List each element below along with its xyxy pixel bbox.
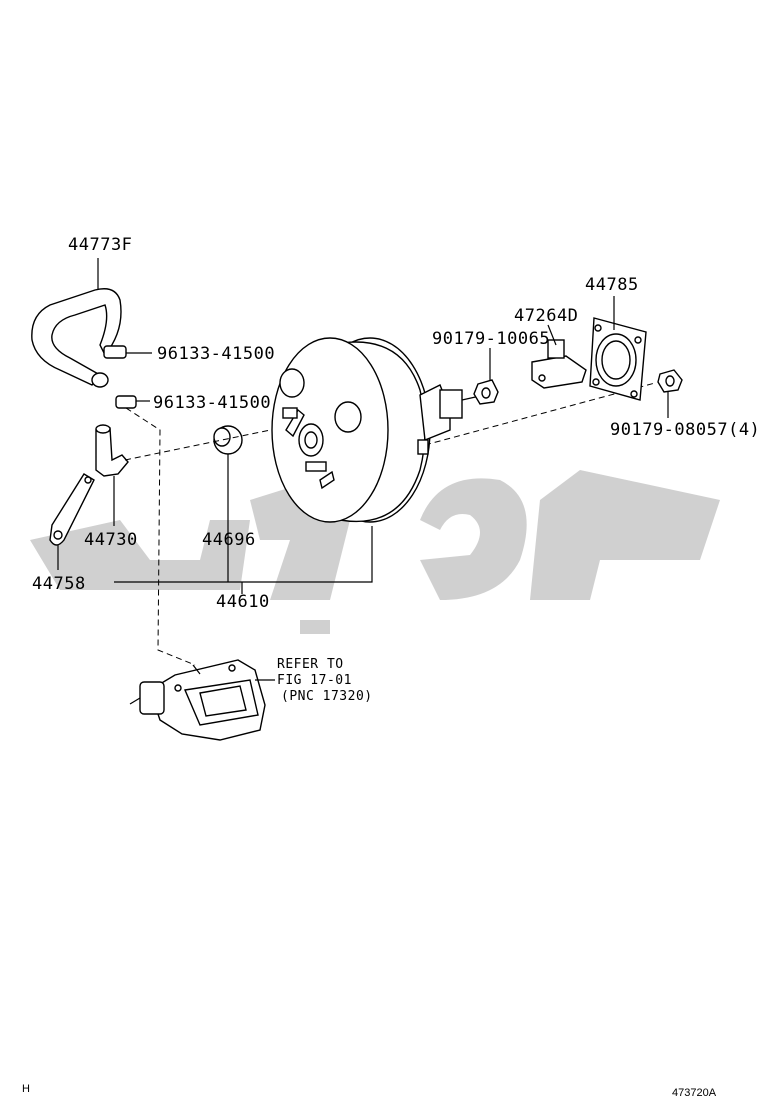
label-gasket: 44785 bbox=[585, 275, 639, 295]
label-nut-rod: 90179-10065 bbox=[432, 329, 550, 349]
label-bracket: 44758 bbox=[32, 574, 86, 594]
label-clip-lower: 96133-41500 bbox=[153, 393, 271, 413]
master-cylinder-part bbox=[129, 659, 266, 741]
refer-line3: (PNC 17320) bbox=[281, 689, 373, 704]
hose-part bbox=[31, 288, 122, 388]
label-check-valve: 44730 bbox=[84, 530, 138, 550]
footer-mark: H bbox=[22, 1083, 30, 1095]
gasket-part bbox=[589, 317, 647, 401]
clevis-part bbox=[531, 339, 587, 389]
refer-line2: FIG 17-01 bbox=[277, 673, 352, 688]
label-hose: 44773F bbox=[68, 235, 132, 255]
grommet-part bbox=[213, 425, 243, 455]
check-valve-part bbox=[95, 424, 129, 477]
brake-booster-part bbox=[271, 337, 481, 523]
label-grommet: 44696 bbox=[202, 530, 256, 550]
label-clip-upper: 96133-41500 bbox=[157, 344, 275, 364]
nut-rod-part bbox=[473, 379, 499, 405]
label-nut-mount: 90179-08057(4) bbox=[610, 420, 760, 440]
label-booster-assy: 44610 bbox=[216, 592, 270, 612]
figure-code: 473720A bbox=[672, 1087, 717, 1099]
bracket-part bbox=[49, 473, 95, 546]
clip-upper-part bbox=[103, 345, 152, 359]
nut-mount-part bbox=[657, 369, 683, 393]
label-clevis: 47264D bbox=[514, 306, 578, 326]
clip-lower-part bbox=[115, 395, 150, 409]
refer-line1: REFER TO bbox=[277, 657, 344, 672]
